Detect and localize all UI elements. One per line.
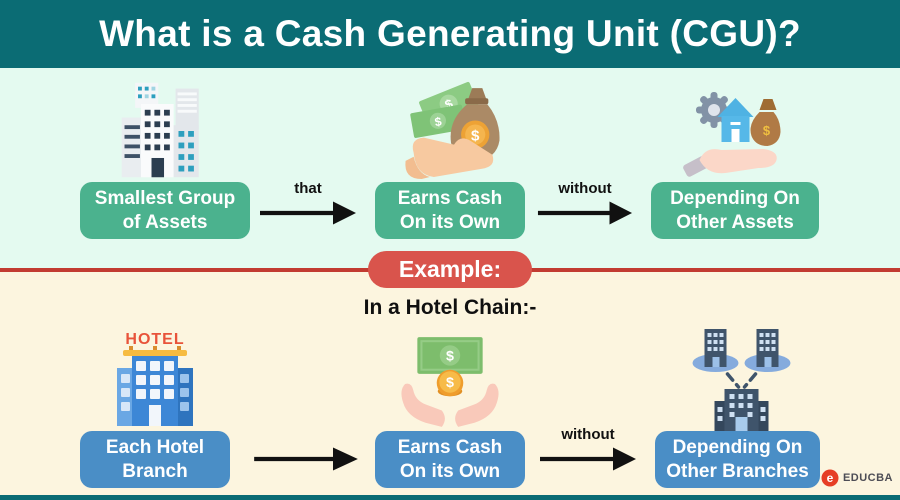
educba-logo: e EDUCBA [821, 469, 893, 487]
smallest-group-box: Smallest Group of Assets [80, 182, 250, 239]
earns-cash-box-example: Earns Cash On its Own [375, 431, 525, 488]
connector-label: that [294, 180, 322, 197]
header: What is a Cash Generating Unit (CGU)? [0, 0, 900, 68]
box-line: Other Assets [676, 211, 794, 233]
example-badge: Example: [368, 251, 532, 288]
page-title: What is a Cash Generating Unit (CGU)? [99, 13, 801, 54]
hotel-sign-text: HOTEL [125, 331, 184, 348]
arrow-right-icon [254, 447, 358, 471]
box-line: Depending On [672, 436, 803, 458]
earns-cash-box: Earns Cash On its Own [375, 182, 525, 239]
hand-holding-assets-icon: $ [683, 80, 789, 180]
connector-without: without [536, 180, 634, 228]
dollar-glyph: $ [763, 123, 771, 138]
example-section: In a Hotel Chain:- HOTEL [0, 271, 900, 495]
dollar-glyph: $ [446, 375, 454, 391]
example-badge-text: Example: [398, 256, 502, 282]
logo-monogram: e [827, 471, 834, 485]
each-hotel-branch-box: Each Hotel Branch [80, 431, 230, 488]
depending-assets-box: Depending On Other Assets [651, 182, 819, 239]
hands-receiving-money-icon: $ $ [396, 333, 504, 433]
box-line: Smallest Group [94, 187, 236, 209]
box-line: On its Own [399, 211, 501, 233]
branch-network-icon [688, 323, 794, 431]
office-buildings-icon [112, 82, 218, 180]
connector-without-example: without [538, 426, 638, 474]
box-line: Earns Cash [397, 436, 503, 458]
hand-money-bag-icon: $ $ $ [395, 74, 507, 180]
connector-label: without [561, 426, 615, 443]
arrow-right-icon [540, 447, 636, 471]
box-line: Other Branches [666, 460, 809, 482]
box-line: On its Own [399, 460, 501, 482]
connector-label: without [558, 180, 612, 197]
educba-logo-text: EDUCBA [842, 472, 893, 484]
box-line: Earns Cash [397, 187, 503, 209]
hotel-building-icon: HOTEL [105, 327, 205, 429]
footer-band [0, 495, 900, 500]
connector-plain [252, 426, 360, 474]
definition-section: $ $ $ [0, 68, 900, 271]
dollar-glyph: $ [446, 349, 454, 365]
box-line: of Assets [122, 211, 208, 233]
box-line: Branch [122, 460, 188, 482]
educba-logo-icon: e [821, 469, 839, 487]
example-subtitle: In a Hotel Chain:- [363, 296, 537, 319]
dollar-glyph: $ [471, 128, 480, 145]
depending-branches-box: Depending On Other Branches [655, 431, 820, 488]
box-line: Depending On [670, 187, 800, 209]
arrow-right-icon [537, 201, 633, 225]
arrow-right-icon [260, 201, 356, 225]
connector-that: that [258, 180, 358, 228]
dollar-glyph: $ [434, 114, 443, 129]
box-line: Each Hotel [105, 436, 205, 458]
